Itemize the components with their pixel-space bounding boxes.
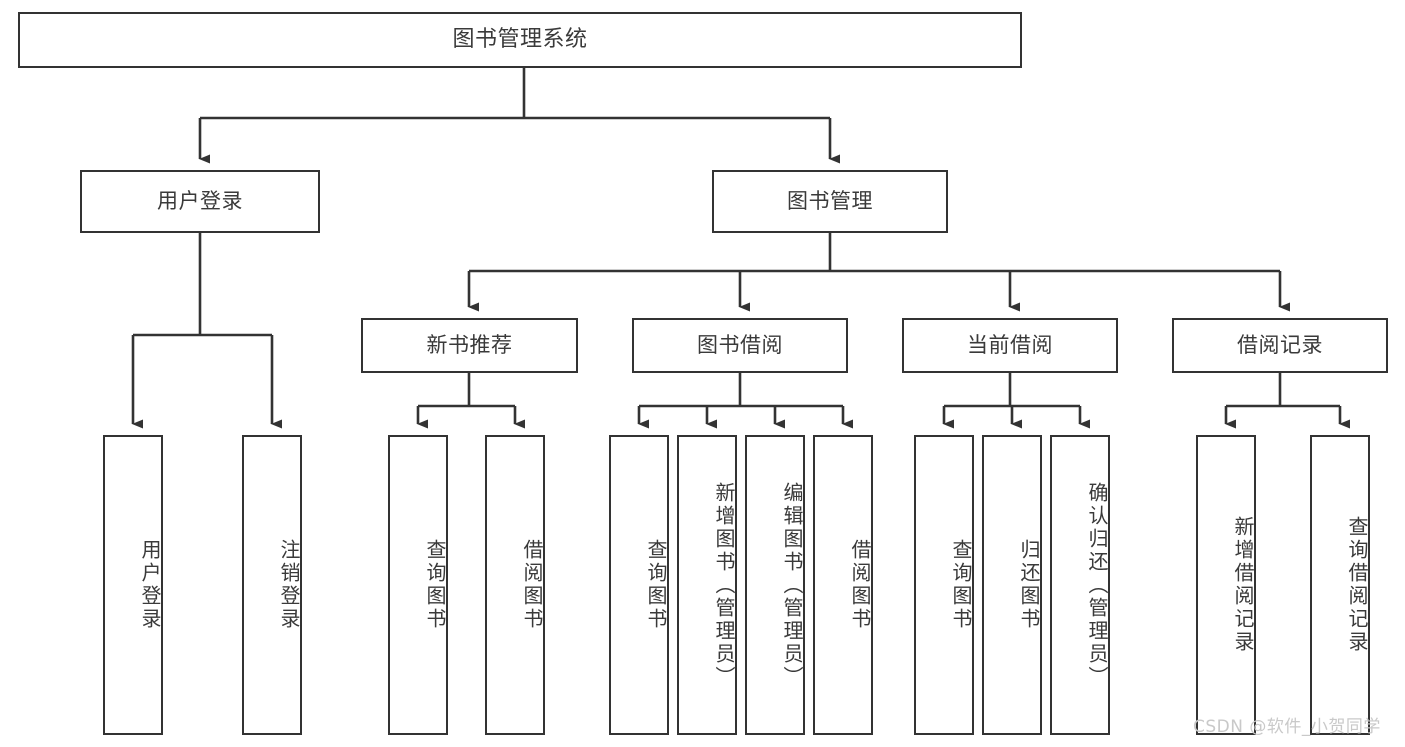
node-label: 注销登录 [277, 539, 301, 631]
node-leaf-query-book-3[interactable]: 查询图书 [914, 435, 974, 735]
node-label: 借阅图书 [520, 539, 544, 631]
node-book-borrow[interactable]: 图书借阅 [632, 318, 848, 373]
node-leaf-query-book-1[interactable]: 查询图书 [388, 435, 448, 735]
node-leaf-return-book[interactable]: 归还图书 [982, 435, 1042, 735]
node-label: 新增借阅记录 [1231, 516, 1255, 654]
node-leaf-borrow-book-1[interactable]: 借阅图书 [485, 435, 545, 735]
node-label: 查询借阅记录 [1345, 516, 1369, 654]
node-leaf-borrow-book-2[interactable]: 借阅图书 [813, 435, 873, 735]
node-label: 借阅记录 [1237, 333, 1323, 358]
node-leaf-query-record[interactable]: 查询借阅记录 [1310, 435, 1370, 735]
node-leaf-confirm-return[interactable]: 确认归还（管理员） [1050, 435, 1110, 735]
csdn-watermark: CSDN @软件_小贺同学 [1193, 717, 1381, 737]
node-label: 借阅图书 [848, 539, 872, 631]
node-borrow-record[interactable]: 借阅记录 [1172, 318, 1388, 373]
node-label: 归还图书 [1017, 539, 1041, 631]
node-label: 查询图书 [423, 539, 447, 631]
node-label: 查询图书 [949, 539, 973, 631]
node-leaf-add-book[interactable]: 新增图书（管理员） [677, 435, 737, 735]
node-label: 查询图书 [644, 539, 668, 631]
node-label: 图书管理系统 [452, 27, 588, 53]
node-leaf-user-login[interactable]: 用户登录 [103, 435, 163, 735]
node-leaf-query-book-2[interactable]: 查询图书 [609, 435, 669, 735]
node-label: 确认归还（管理员） [1085, 481, 1109, 689]
node-label: 新书推荐 [426, 333, 513, 358]
node-book-management[interactable]: 图书管理 [712, 170, 948, 233]
node-root-system[interactable]: 图书管理系统 [18, 12, 1022, 68]
node-leaf-user-logout[interactable]: 注销登录 [242, 435, 302, 735]
node-label: 编辑图书（管理员） [780, 481, 804, 689]
node-label: 用户登录 [138, 539, 162, 631]
node-label: 用户登录 [157, 189, 243, 214]
node-leaf-add-record[interactable]: 新增借阅记录 [1196, 435, 1256, 735]
node-label: 当前借阅 [967, 333, 1053, 358]
node-label: 新增图书（管理员） [712, 481, 736, 689]
node-current-borrow[interactable]: 当前借阅 [902, 318, 1118, 373]
node-user-login[interactable]: 用户登录 [80, 170, 320, 233]
node-leaf-edit-book[interactable]: 编辑图书（管理员） [745, 435, 805, 735]
node-new-book-recommend[interactable]: 新书推荐 [361, 318, 578, 373]
node-label: 图书管理 [787, 189, 873, 214]
node-label: 图书借阅 [697, 333, 783, 358]
